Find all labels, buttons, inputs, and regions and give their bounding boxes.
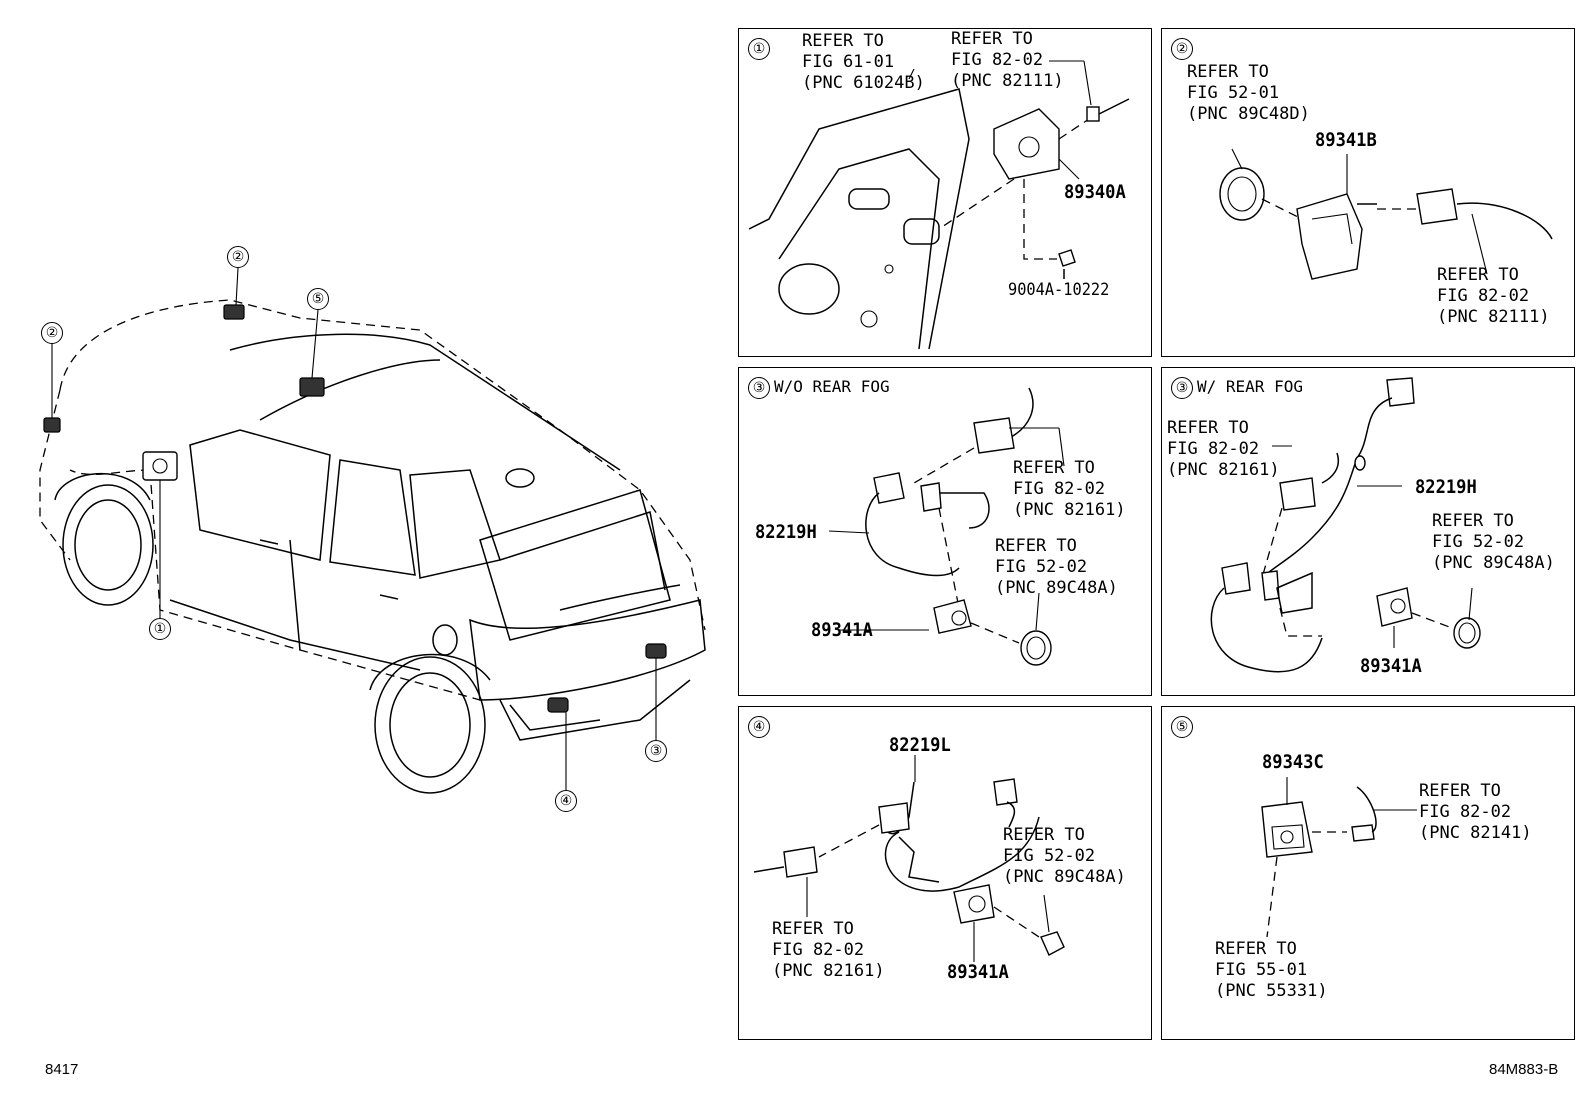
callout-2-roof: ② <box>227 246 249 268</box>
panel-3-w-ref-52-02: REFER TO FIG 52-02 (PNC 89C48A) <box>1432 511 1555 573</box>
panel-5-marker: ⑤ <box>1171 716 1193 738</box>
panel-1-ref-82-02: REFER TO FIG 82-02 (PNC 82111) <box>951 29 1064 91</box>
panel-2-marker: ② <box>1171 38 1193 60</box>
panel-3-w-rear-fog: ③ W/ REAR FOG REFER TO FIG 82-02 (PNC 82… <box>1161 367 1575 696</box>
callout-1: ① <box>149 618 171 640</box>
panel-5: ⑤ 89343C REFER TO FIG 82-02 (PNC 82141) … <box>1161 706 1575 1040</box>
panel-3-wo-part-89341A: 89341A <box>811 619 873 641</box>
panel-1-drawing <box>748 60 1130 350</box>
panel-3-w-part-89341A: 89341A <box>1360 655 1422 677</box>
panel-2-drawing <box>1219 148 1553 280</box>
panel-4-part-89341A: 89341A <box>947 961 1009 983</box>
callout-3: ③ <box>645 740 667 762</box>
diagram-number-left: 8417 <box>45 1061 79 1078</box>
callout-2-front: ② <box>41 322 63 344</box>
panel-4-marker: ④ <box>748 716 770 738</box>
panel-2-ref-82-02: REFER TO FIG 82-02 (PNC 82111) <box>1437 265 1550 327</box>
part-number-9004A-10222: 9004A-10222 <box>1008 280 1110 300</box>
panel-1-ref-61-01: REFER TO FIG 61-01 (PNC 61024B) <box>802 31 925 93</box>
panel-3-w-marker: ③ <box>1171 377 1193 399</box>
panel-3-wo-part-82219H: 82219H <box>755 521 817 543</box>
callout-4: ④ <box>555 790 577 812</box>
panel-4-ref-82-02: REFER TO FIG 82-02 (PNC 82161) <box>772 919 885 981</box>
panel-3-wo-ref-52-02: REFER TO FIG 52-02 (PNC 89C48A) <box>995 536 1118 598</box>
callout-5: ⑤ <box>307 288 329 310</box>
vehicle-overview-drawing <box>39 267 706 794</box>
panel-3-w-ref-82-02: REFER TO FIG 82-02 (PNC 82161) <box>1167 418 1280 480</box>
panel-5-ref-82-02: REFER TO FIG 82-02 (PNC 82141) <box>1419 781 1532 843</box>
panel-5-ref-55-01: REFER TO FIG 55-01 (PNC 55331) <box>1215 939 1328 1001</box>
panel-4-part-82219L: 82219L <box>889 734 951 756</box>
panel-3-wo-ref-82-02: REFER TO FIG 82-02 (PNC 82161) <box>1013 458 1126 520</box>
panel-1-marker: ① <box>748 38 770 60</box>
panel-4-ref-52-02: REFER TO FIG 52-02 (PNC 89C48A) <box>1003 825 1126 887</box>
panel-3-wo-rear-fog: ③ W/O REAR FOG REFER TO FIG 82-02 (PNC 8… <box>738 367 1152 696</box>
panel-1: ① REFER TO FIG 61-01 (PNC 61024B) REFER … <box>738 28 1152 357</box>
panel-5-part-89343C: 89343C <box>1262 751 1324 773</box>
panel-3-w-part-82219H: 82219H <box>1415 476 1477 498</box>
part-number-89340A: 89340A <box>1064 181 1126 203</box>
panel-2-ref-52-01: REFER TO FIG 52-01 (PNC 89C48D) <box>1187 62 1310 124</box>
panel-3-wo-caption: W/O REAR FOG <box>774 377 890 396</box>
panel-3-wo-marker: ③ <box>748 377 770 399</box>
diagram-code-right: 84M883-B <box>1489 1061 1559 1078</box>
panel-5-drawing <box>1261 777 1417 938</box>
panel-4: ④ 82219L REFER TO FIG 52-02 (PNC 89C48A)… <box>738 706 1152 1040</box>
panel-3-w-drawing <box>1210 377 1481 673</box>
panel-3-wo-drawing <box>828 387 1065 666</box>
panel-2: ② REFER TO FIG 52-01 (PNC 89C48D) 89341B… <box>1161 28 1575 357</box>
part-number-89341B: 89341B <box>1315 129 1377 151</box>
panel-4-drawing <box>753 755 1065 962</box>
panel-3-w-caption: W/ REAR FOG <box>1197 377 1303 396</box>
